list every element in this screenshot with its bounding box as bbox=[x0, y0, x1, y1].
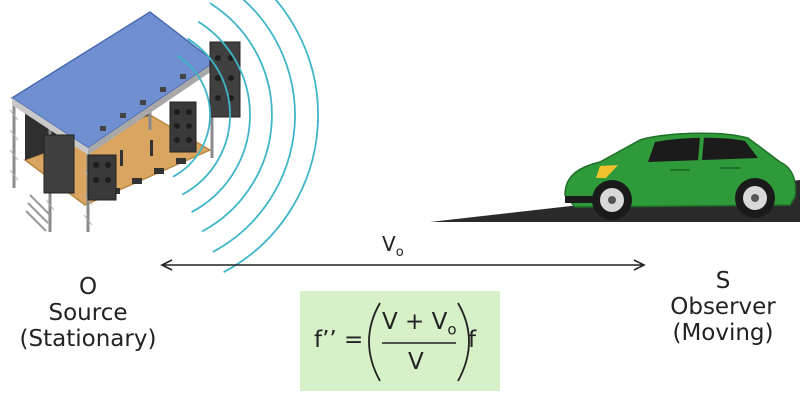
formula-denominator: V bbox=[408, 349, 424, 375]
sound-wave-arc-6 bbox=[223, 0, 319, 273]
observer-state: (Moving) bbox=[672, 320, 774, 346]
formula-trailing: f bbox=[468, 327, 477, 353]
concert-stage-icon bbox=[9, 11, 241, 232]
formula-numerator: V + Vo bbox=[382, 309, 457, 339]
sound-wave-arc-5 bbox=[212, 0, 296, 253]
sound-wave-arc-2 bbox=[181, 37, 231, 196]
sound-waves bbox=[172, 0, 319, 273]
observer-letter: S bbox=[715, 268, 731, 294]
formula-parentheses bbox=[368, 302, 470, 382]
sound-wave-arc-1 bbox=[172, 54, 211, 178]
observer-name: Observer bbox=[670, 294, 776, 320]
velocity-arrow bbox=[160, 259, 646, 271]
source-letter: O bbox=[78, 274, 98, 300]
sound-wave-arc-3 bbox=[191, 20, 251, 213]
observer-label: S Observer (Moving) bbox=[648, 268, 798, 346]
formula-lhs: f’’ = bbox=[314, 327, 364, 353]
velocity-label: Vo bbox=[382, 232, 404, 260]
source-label: O Source (Stationary) bbox=[8, 274, 168, 352]
source-state: (Stationary) bbox=[19, 326, 157, 352]
car-icon bbox=[564, 132, 797, 220]
source-name: Source bbox=[48, 300, 128, 326]
formula-box: f’’ = V + Vo V f bbox=[300, 291, 500, 391]
sound-wave-arc-4 bbox=[201, 2, 273, 233]
